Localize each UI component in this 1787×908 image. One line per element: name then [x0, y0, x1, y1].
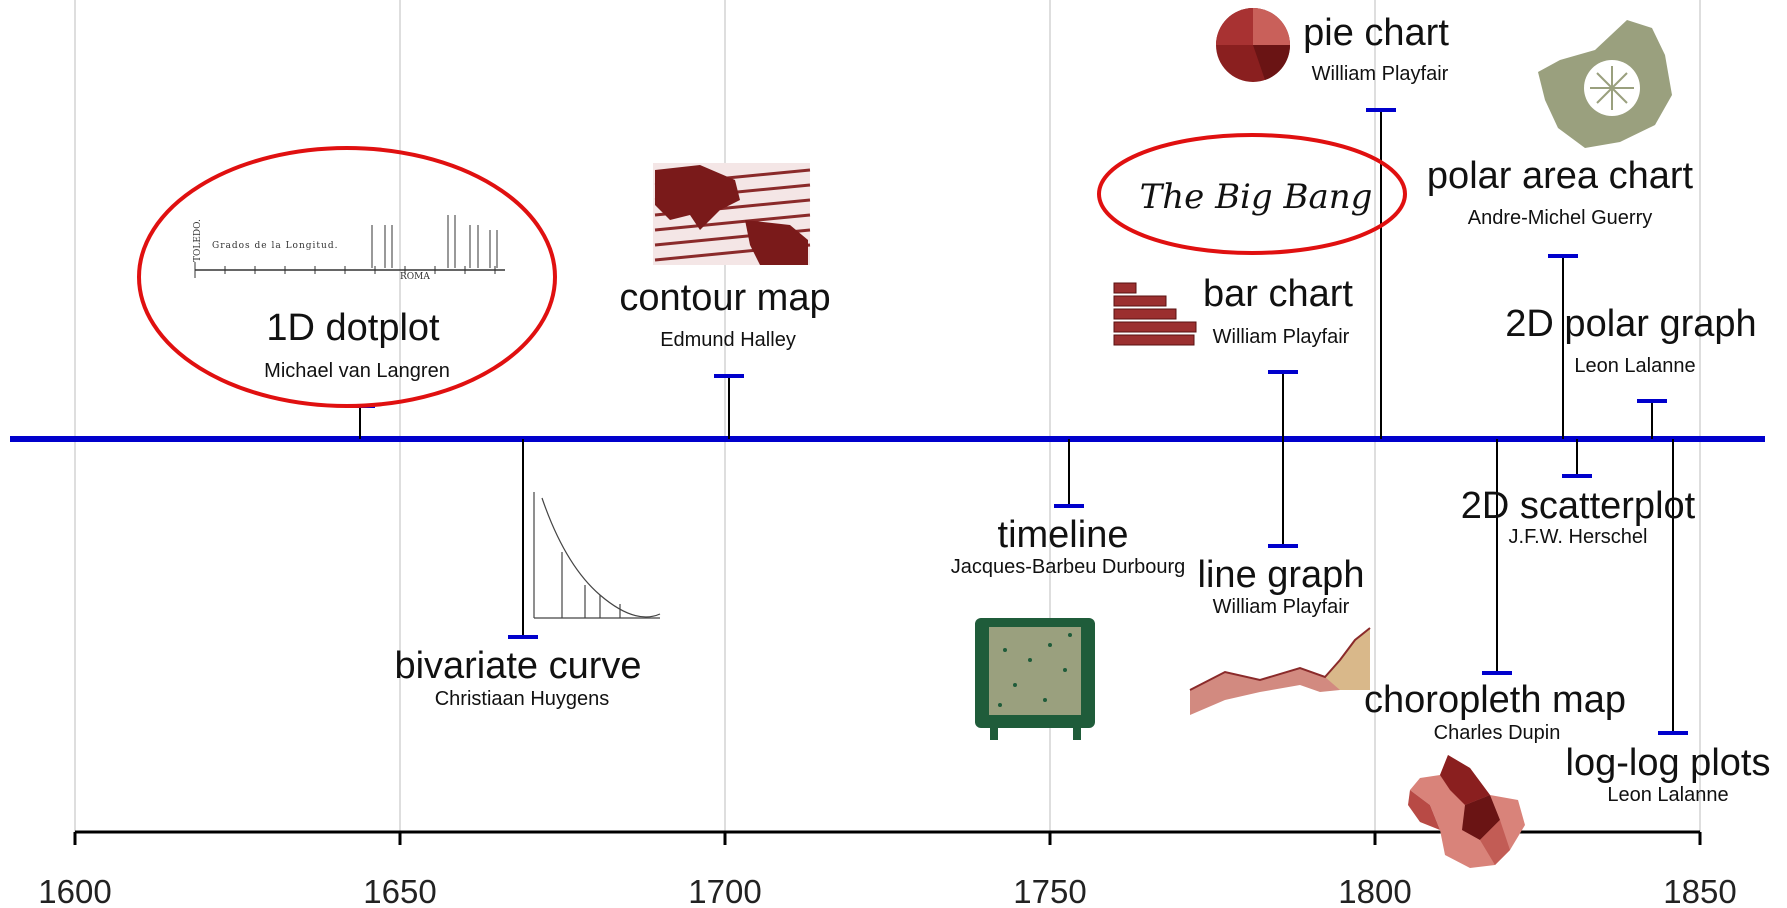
tick-label-1700: 1700 — [688, 873, 761, 908]
tick-label-1800: 1800 — [1338, 873, 1411, 908]
event-author: Edmund Halley — [660, 329, 796, 351]
event-author: J.F.W. Herschel — [1509, 526, 1648, 548]
tick-label-1600: 1600 — [38, 873, 111, 908]
event-dotplot: 1D dotplot Michael van Langren — [264, 307, 450, 382]
pie-chart-thumbnail — [1216, 8, 1290, 82]
event-scatter: 2D scatterplot J.F.W. Herschel — [1461, 485, 1696, 548]
event-title: 1D dotplot — [266, 307, 440, 349]
event-author: Jacques-Barbeu Durbourg — [951, 556, 1186, 578]
tick-label-1750: 1750 — [1013, 873, 1086, 908]
event-author: Charles Dupin — [1434, 722, 1561, 744]
event-author: Leon Lalanne — [1574, 355, 1695, 377]
event-title: 2D polar graph — [1505, 303, 1756, 345]
choropleth-map-thumbnail — [1408, 755, 1525, 868]
event-title: polar area chart — [1427, 155, 1694, 197]
event-title: bivariate curve — [394, 645, 641, 687]
event-title: pie chart — [1303, 12, 1449, 54]
gridlines — [74, 0, 1701, 832]
event-author: William Playfair — [1213, 596, 1350, 618]
event-title: bar chart — [1203, 273, 1353, 315]
event-polar2d: 2D polar graph Leon Lalanne — [1505, 303, 1756, 377]
year-axis: 1600 1650 1700 1750 1800 1850 — [38, 830, 1737, 908]
event-title: 2D scatterplot — [1461, 485, 1696, 527]
event-title: line graph — [1198, 554, 1365, 596]
dotplot-highlight-ellipse — [137, 146, 557, 408]
event-polararea: polar area chart Andre-Michel Guerry — [1427, 155, 1694, 229]
tick-label-1650: 1650 — [363, 873, 436, 908]
event-pie: pie chart William Playfair — [1303, 12, 1449, 85]
event-author: William Playfair — [1312, 63, 1449, 85]
dotplot-place-right: ROMA — [400, 272, 430, 282]
event-contour: contour map Edmund Halley — [619, 277, 830, 351]
event-title: log-log plots — [1566, 742, 1771, 784]
connectors — [359, 110, 1674, 733]
event-title: choropleth map — [1364, 679, 1626, 721]
event-bar: bar chart William Playfair — [1203, 273, 1353, 348]
dotplot-thumbnail: Grados de la Longitud. TOLEDO. ROMA — [193, 215, 505, 282]
bar-chart-thumbnail — [1113, 282, 1197, 346]
contour-map-thumbnail — [653, 163, 811, 265]
line-graph-thumbnail — [1189, 627, 1371, 715]
event-bivariate: bivariate curve Christiaan Huygens — [394, 645, 641, 710]
dotplot-place-left: TOLEDO. — [193, 219, 203, 262]
event-line: line graph William Playfair — [1198, 554, 1365, 618]
event-author: William Playfair — [1213, 326, 1350, 348]
event-author: Andre-Michel Guerry — [1468, 207, 1653, 229]
event-author: Michael van Langren — [264, 360, 450, 382]
event-loglog: log-log plots Leon Lalanne — [1566, 742, 1771, 806]
big-bang-highlight-ellipse — [1097, 133, 1407, 255]
event-choropleth: choropleth map Charles Dupin — [1364, 679, 1626, 744]
polar-area-chart-thumbnail — [1538, 20, 1672, 148]
big-bang-label: The Big Bang — [1140, 177, 1373, 217]
event-title: timeline — [998, 514, 1129, 556]
bivariate-curve-thumbnail — [533, 492, 661, 619]
event-title: contour map — [619, 277, 830, 319]
timeline-thumbnail — [975, 618, 1095, 740]
dotplot-caption: Grados de la Longitud. — [212, 241, 338, 251]
event-author: Christiaan Huygens — [435, 688, 610, 710]
tick-label-1850: 1850 — [1663, 873, 1736, 908]
event-timeline: timeline Jacques-Barbeu Durbourg — [951, 514, 1186, 578]
event-author: Leon Lalanne — [1607, 784, 1728, 806]
